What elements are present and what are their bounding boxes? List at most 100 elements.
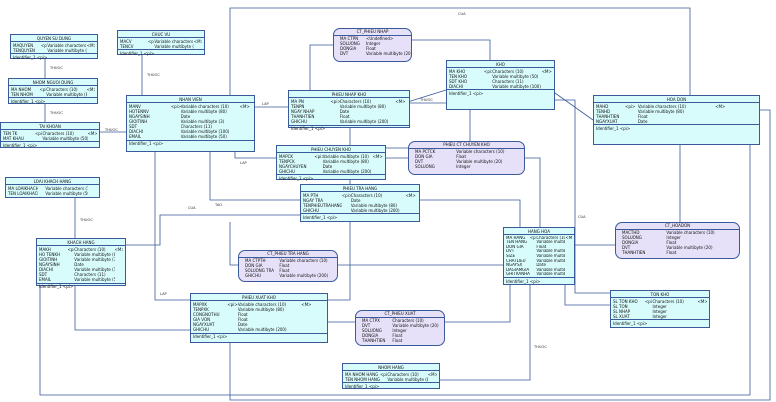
rel-label: THUOC [105,128,118,132]
entity-title: KHACH HANG [37,239,125,247]
relationship-title: CT_PHIEU TRA HANG [239,251,337,258]
entity-title: NHOM NGUOI DUNG [9,79,97,87]
rel-label: THUOC [534,345,547,349]
entity-identifier: Identifier_1 <pi> [506,278,541,284]
attribute-row: SL TON KHO<pi>Characters (10)<M> [613,298,707,304]
link-ctnhap-phieunhap [309,44,335,90]
attribute-row: MA HANG<pi>Characters (10)<M> [506,235,572,240]
rel-label: CUA [458,12,466,16]
link-khachhang-phieutra [125,214,300,246]
entity-title: PHIEU TRA HANG [301,185,419,193]
relationship-ct-phieu-nhap[interactable]: CT_PHIEU NHAP MA CTPN<Undefined> SOLUONG… [333,28,412,62]
rel-label: CUA [578,215,586,219]
entity-ton-kho[interactable]: TON KHO SL TON KHO<pi>Characters (10)<M>… [610,290,710,328]
link-ctchuyen-hanghoa [525,157,541,227]
entity-hang-hoa[interactable]: HANG HOA MA HANG<pi>Characters (10)<M> T… [503,227,575,285]
entity-title: NHOM HANG [343,364,439,372]
entity-title: PHIEU XUAT KHO [191,294,327,302]
entity-nhom-nguoi-dung[interactable]: NHOM NGUOI DUNG MA NHOM<pi>Characters (1… [8,78,98,104]
entity-nhom-hang[interactable]: NHOM HANG MA NHOM HANG<pi>Characters (10… [342,363,440,389]
attribute-row: MA KHO<pi>Characters (10)<M> [449,68,552,74]
entity-title: QUYEN SU DUNG [11,35,97,43]
link-phieutra-hanghoa [420,199,521,227]
entity-nhan-vien[interactable]: NHAN VIEN MANV<pi>Variable characters (1… [126,95,255,152]
entity-hoa-don[interactable]: HOA DON MAHD<pi>Variable characters (10)… [593,95,760,145]
entity-title: LOAI KHACH HANG [6,178,99,186]
relationship-title: PHIEU CT CHUYEN KHO [409,142,524,149]
link-ctxuat-hanghoa [445,285,511,323]
entity-identifier: Identifier_1 <pi> [39,284,74,290]
entity-identifier: Identifier_1 <pi> [120,50,155,56]
attribute-row: MANV<pi>Variable characters (10)<M> [129,103,250,109]
entity-phieu-chuyen-kho[interactable]: PHIEU CHUYEN KHO MAPCK<pi>Variable multi… [276,145,386,181]
link-kho-hoadon [554,92,594,121]
entity-phieu-xuat-kho[interactable]: PHIEU XUAT KHO MAPXK<pi>Variable charact… [190,293,328,343]
relationship-title: CT_HOADON [616,223,739,230]
rel-label: CUA [188,206,196,210]
entity-chuc-vu[interactable]: CHUC VU MACV<pi>Variable characters (10)… [117,30,205,56]
entity-kho[interactable]: KHO MA KHO<pi>Characters (10)<M> TEN KHO… [446,60,555,110]
attribute-row: MA NHOM HANG<pi>Characters (10)<M> [345,371,437,377]
entity-quyen-su-dung[interactable]: QUYEN SU DUNG MAQUYEN<pi>Variable charac… [10,34,98,60]
entity-identifier: Identifier_1 <pi> [279,175,314,181]
rel-label: THUOC [147,73,160,77]
entity-identifier: Identifier_1 <pi> [11,98,46,104]
relationship-title: CT_PHIEU NHAP [334,29,411,36]
rel-label: THUOC [50,66,63,70]
entity-phieu-tra-hang[interactable]: PHIEU TRA HANG MA PTH<pi>Characters (10)… [300,184,420,222]
attribute-row: MAPCK<pi>Variable multibyte (10)<M> [279,153,383,159]
entity-khach-hang[interactable]: KHACH HANG MAKH<pi>Characters (10)<M> HO… [36,238,126,289]
entity-tai-khoan[interactable]: TAI KHOAN TEN TK<pi>Characters (10)<M> M… [0,122,100,148]
entity-phieu-nhap-kho[interactable]: PHIEU NHAP KHO MA PN<pi>Characters (10)<… [288,90,410,131]
